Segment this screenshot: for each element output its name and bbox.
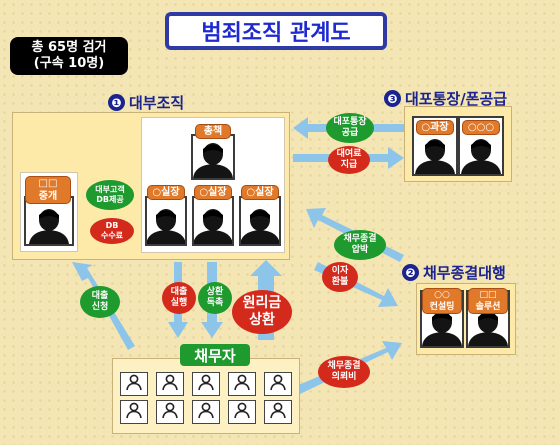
relation-loan-fee: 대여료 지급 <box>328 146 370 174</box>
arrest-detained: (구속 10명) <box>33 56 105 71</box>
supply-tag: ○과장 <box>416 120 454 135</box>
manager-tag: ○실장 <box>241 185 279 200</box>
relation-principal-repay: 원리금 상환 <box>232 290 292 334</box>
loan-org-heading: ❶ 대부조직 <box>108 92 184 113</box>
supply-label: 대포통장/폰공급 <box>405 90 508 108</box>
user-outline-icon <box>233 401 251 423</box>
debtor-card <box>192 400 220 424</box>
user-outline-icon <box>125 373 143 395</box>
debtor-card <box>264 400 292 424</box>
relation-debt-pressure: 채무종결 압박 <box>334 230 386 260</box>
relation-db-provide: 대부고객 DB제공 <box>86 180 134 210</box>
user-outline-icon <box>125 401 143 423</box>
boss-card <box>191 134 235 180</box>
debtor-card <box>228 372 256 396</box>
collection-tag: ○○ 컨설팅 <box>422 288 462 314</box>
debtor-card <box>264 372 292 396</box>
debtor-card <box>156 372 184 396</box>
arrow-loan-apply <box>72 262 135 350</box>
person-silhouette-icon <box>241 208 279 244</box>
person-silhouette-icon <box>194 208 232 244</box>
person-silhouette-icon <box>461 138 501 174</box>
supply-number: ❸ <box>384 90 401 107</box>
loan-org-label: 대부조직 <box>129 94 185 112</box>
debtor-card <box>156 400 184 424</box>
relation-loan-execute: 대출 실행 <box>162 282 196 314</box>
person-silhouette-icon <box>415 138 455 174</box>
relation-db-fee: DB 수수료 <box>90 218 134 244</box>
person-silhouette-icon <box>193 142 233 178</box>
manager-tag: ○실장 <box>147 185 185 200</box>
user-outline-icon <box>161 373 179 395</box>
loan-org-number: ❶ <box>108 94 125 111</box>
relation-interest-refund: 이자 환불 <box>322 262 358 292</box>
manager-card <box>145 196 187 246</box>
debtor-card <box>228 400 256 424</box>
user-outline-icon <box>197 373 215 395</box>
manager-card <box>192 196 234 246</box>
user-outline-icon <box>233 373 251 395</box>
user-outline-icon <box>269 373 287 395</box>
relation-repay-demand: 상환 독촉 <box>198 282 232 314</box>
user-outline-icon <box>161 401 179 423</box>
supply-heading: ❸ 대포통장/폰공급 <box>384 88 507 109</box>
debtor-card <box>120 400 148 424</box>
supply-tag: ○○○ <box>462 120 500 135</box>
person-silhouette-icon <box>147 208 185 244</box>
collection-tag: □□ 솔루션 <box>468 288 508 314</box>
debtor-title: 채무자 <box>180 344 250 366</box>
manager-card <box>239 196 281 246</box>
relation-loan-apply: 대출 신청 <box>80 286 120 318</box>
debtor-card <box>192 372 220 396</box>
manager-tag: ○실장 <box>194 185 232 200</box>
diagram-title: 범죄조직 관계도 <box>165 12 387 50</box>
user-outline-icon <box>269 401 287 423</box>
person-silhouette-icon <box>29 208 69 244</box>
person-silhouette-icon <box>422 310 462 346</box>
relation-account-supply: 대포통장 공급 <box>326 113 374 143</box>
relation-debt-fee: 채무종결 의뢰비 <box>318 356 370 388</box>
collection-heading: ❷ 채무종결대행 <box>402 262 506 283</box>
boss-tag: 총책 <box>195 124 231 139</box>
broker-tag: □□ 중개 <box>25 176 71 204</box>
user-outline-icon <box>197 401 215 423</box>
collection-label: 채무종결대행 <box>423 264 506 282</box>
broker-card <box>24 196 74 246</box>
collection-number: ❷ <box>402 264 419 281</box>
debtor-card <box>120 372 148 396</box>
person-silhouette-icon <box>468 310 508 346</box>
arrest-total: 총 65명 검거 <box>31 40 107 55</box>
arrest-count-badge: 총 65명 검거 (구속 10명) <box>10 37 128 75</box>
